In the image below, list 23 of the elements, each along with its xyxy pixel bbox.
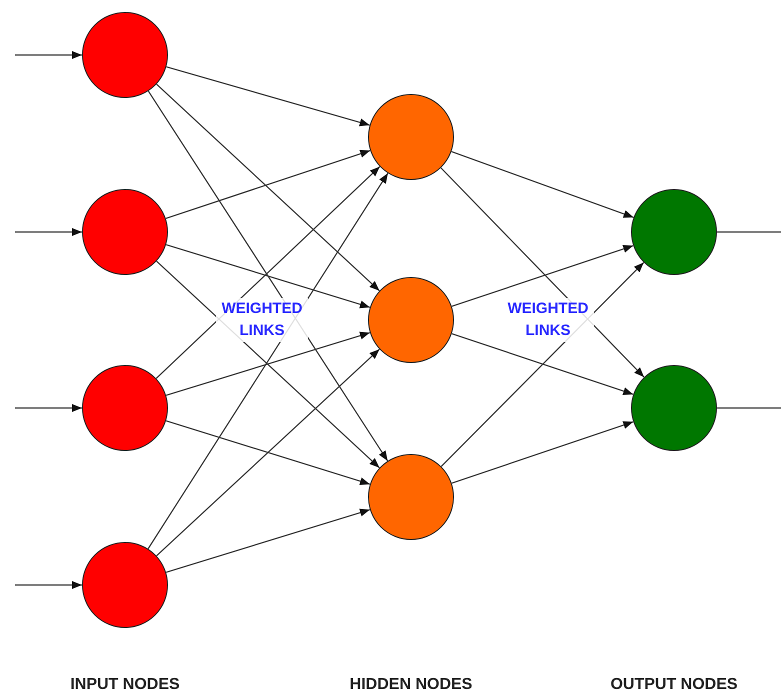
arrow: [166, 508, 370, 573]
layer-label: HIDDEN NODES: [348, 675, 474, 693]
arrow: [15, 581, 82, 589]
arrow: [15, 228, 82, 236]
arrow: [166, 66, 370, 126]
layer-label: OUTPUT NODES: [609, 675, 739, 693]
arrow: [451, 151, 634, 218]
arrow: [166, 420, 370, 486]
arrow: [148, 90, 388, 462]
edge-group-label: WEIGHTED LINKS: [216, 298, 308, 342]
arrow: [156, 84, 380, 292]
arrow: [452, 333, 634, 395]
arrow: [156, 348, 380, 556]
arrow: [156, 166, 380, 379]
arrow: [166, 244, 370, 308]
arrow: [15, 51, 82, 59]
arrow: [148, 172, 388, 550]
arrow: [166, 332, 370, 396]
arrow: [452, 421, 634, 484]
arrow: [452, 245, 634, 307]
arrow: [166, 150, 370, 220]
arrow: [15, 404, 82, 412]
layer-label: INPUT NODES: [69, 675, 181, 693]
